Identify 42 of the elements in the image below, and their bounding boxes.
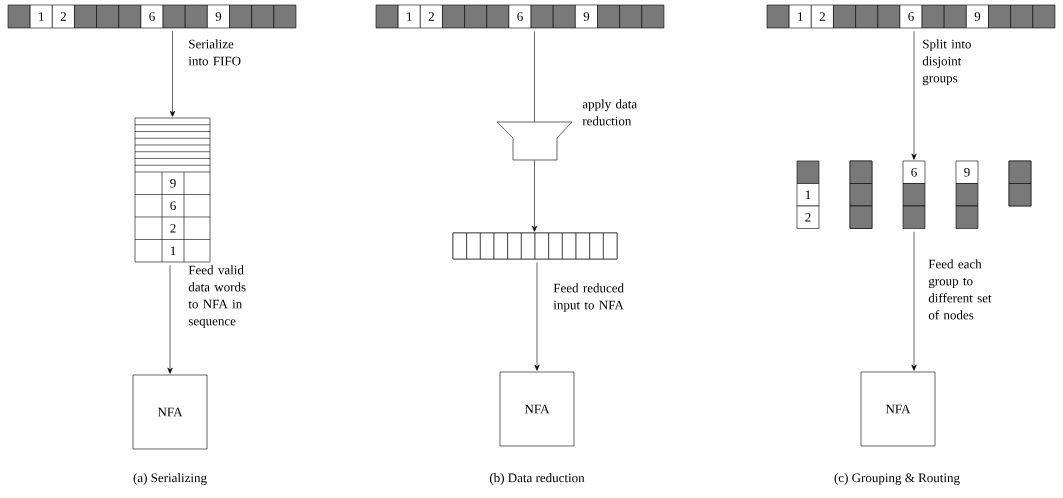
node-label: 2: [819, 12, 825, 21]
edge-label: Feed reduced input to NFA: [553, 283, 624, 313]
reduced-array: [452, 232, 618, 260]
group-column: [1008, 160, 1032, 207]
arrow: [531, 160, 538, 232]
node-label: 9: [215, 12, 222, 21]
funnel-label: apply data reduction: [582, 99, 637, 126]
fifo-queue: 9 6 2 1: [134, 117, 211, 263]
arrow: [169, 31, 176, 117]
node-label: 1: [407, 12, 412, 21]
node-label: 9: [974, 12, 981, 21]
group-column: 6: [902, 160, 926, 229]
node-label: 6: [517, 12, 523, 21]
arrow: [167, 265, 173, 374]
edge-label: Feed each group to different set of nodes: [928, 259, 992, 320]
node-label: 1: [805, 190, 811, 200]
caption: (c) Grouping & Routing: [834, 473, 960, 485]
caption: (a) Serializing: [133, 473, 207, 485]
arrow: [911, 231, 917, 371]
edge-label: Split into disjoint groups: [922, 39, 971, 86]
group-column: 9: [955, 160, 979, 229]
node-label: 6: [908, 12, 914, 21]
arrow: [534, 262, 540, 371]
nfa-box: NFA: [132, 374, 208, 450]
caption: (b) Data reduction: [489, 473, 585, 485]
node-label: 2: [805, 212, 811, 222]
input-array: 1 2 6 9: [375, 4, 665, 29]
node-label: 2: [428, 12, 434, 21]
arrow: [911, 31, 917, 160]
input-array: 1 2 6 9: [766, 4, 1056, 29]
node-label: 1: [798, 12, 803, 21]
node-label: 1: [39, 12, 44, 21]
nfa-box: NFA: [860, 371, 936, 447]
input-array: 1 2 6 9: [7, 4, 297, 29]
group-column: [849, 160, 873, 229]
group-column: 1 2: [796, 160, 820, 229]
node-label: 6: [149, 12, 155, 21]
edge-label: Feed valid data words to NFA in sequence: [188, 265, 246, 329]
nfa-box: NFA: [499, 371, 575, 447]
edge-label: Serialize into FIFO: [188, 39, 241, 66]
node-label: 2: [60, 12, 66, 21]
funnel-shape: [496, 121, 573, 161]
